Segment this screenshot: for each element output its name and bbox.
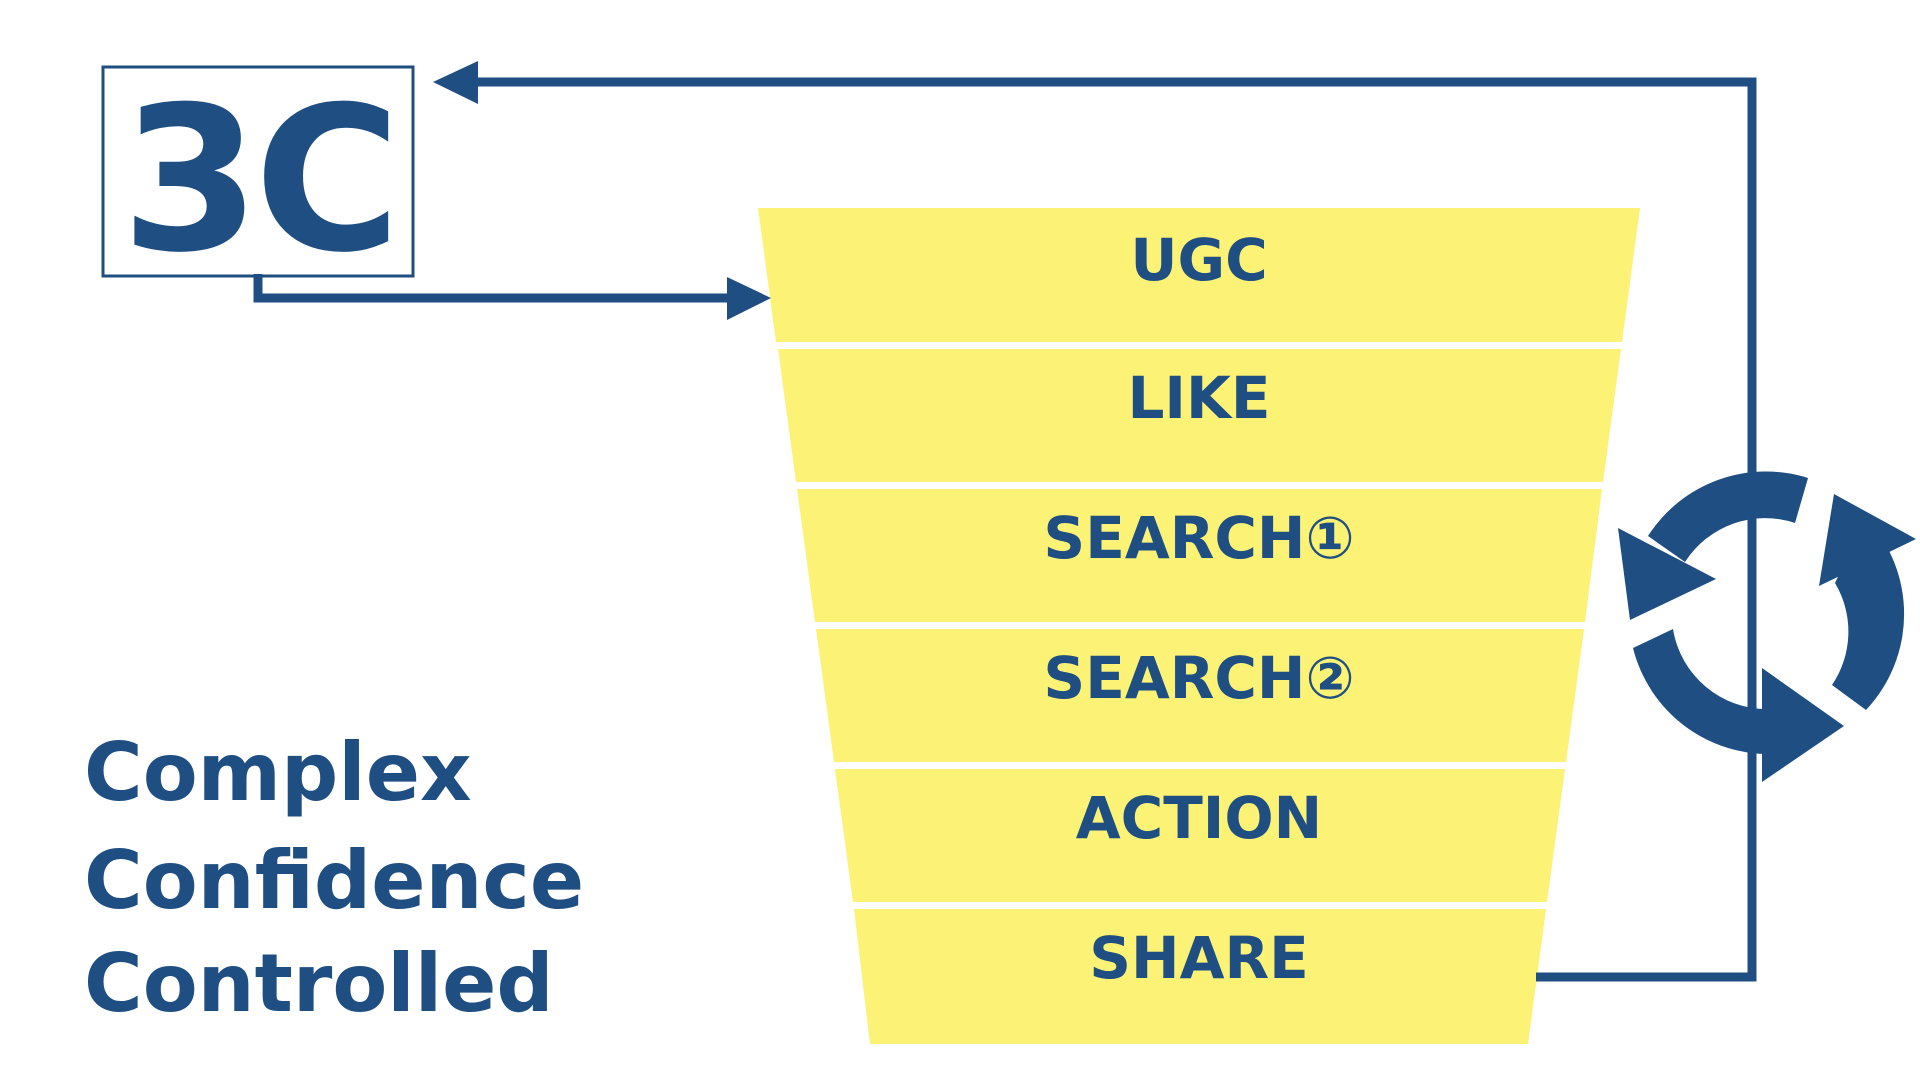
arrow-head-right-icon <box>727 277 771 320</box>
terms-list: Complex Confidence Controlled <box>84 726 584 1030</box>
cycle-arrowhead-top <box>1618 528 1716 620</box>
logo-frame <box>101 65 415 278</box>
funnel: UGC LIKE SEARCH① SEARCH② ACTION SHARE <box>758 208 1640 1044</box>
cycle-arrowhead-bottom <box>1762 668 1844 782</box>
funnel-stage-search-1 <box>797 489 1602 622</box>
connector-line-logo-funnel <box>253 274 730 303</box>
funnel-stage-label-like: LIKE <box>1127 364 1270 432</box>
term-confidence: Confidence <box>84 834 584 927</box>
feedback-line <box>475 77 1757 982</box>
funnel-stage-search-2 <box>816 629 1584 762</box>
arrow-head-left-icon <box>433 61 478 104</box>
funnel-stage-label-search-2: SEARCH② <box>1043 644 1354 712</box>
logo-box: 3C <box>101 64 415 297</box>
arrow-logo-to-funnel <box>253 274 771 320</box>
funnel-stage-share <box>854 909 1546 1044</box>
funnel-stage-action <box>835 769 1565 902</box>
funnel-stage-ugc <box>758 208 1640 342</box>
logo-text: 3C <box>121 64 395 297</box>
term-controlled: Controlled <box>84 937 554 1030</box>
term-complex: Complex <box>84 726 472 819</box>
funnel-stage-label-ugc: UGC <box>1130 226 1267 294</box>
funnel-stage-label-share: SHARE <box>1089 924 1308 992</box>
cycle-arc-top <box>1648 471 1808 562</box>
funnel-stage-like <box>778 349 1621 482</box>
cycle-arrowhead-right <box>1819 494 1916 586</box>
cycle-arc-bottom <box>1633 629 1774 755</box>
cycle-arrows-icon <box>1618 471 1916 782</box>
funnel-stage-label-search-1: SEARCH① <box>1043 504 1354 572</box>
feedback-loop <box>433 61 1757 982</box>
funnel-stage-label-action: ACTION <box>1076 784 1322 852</box>
